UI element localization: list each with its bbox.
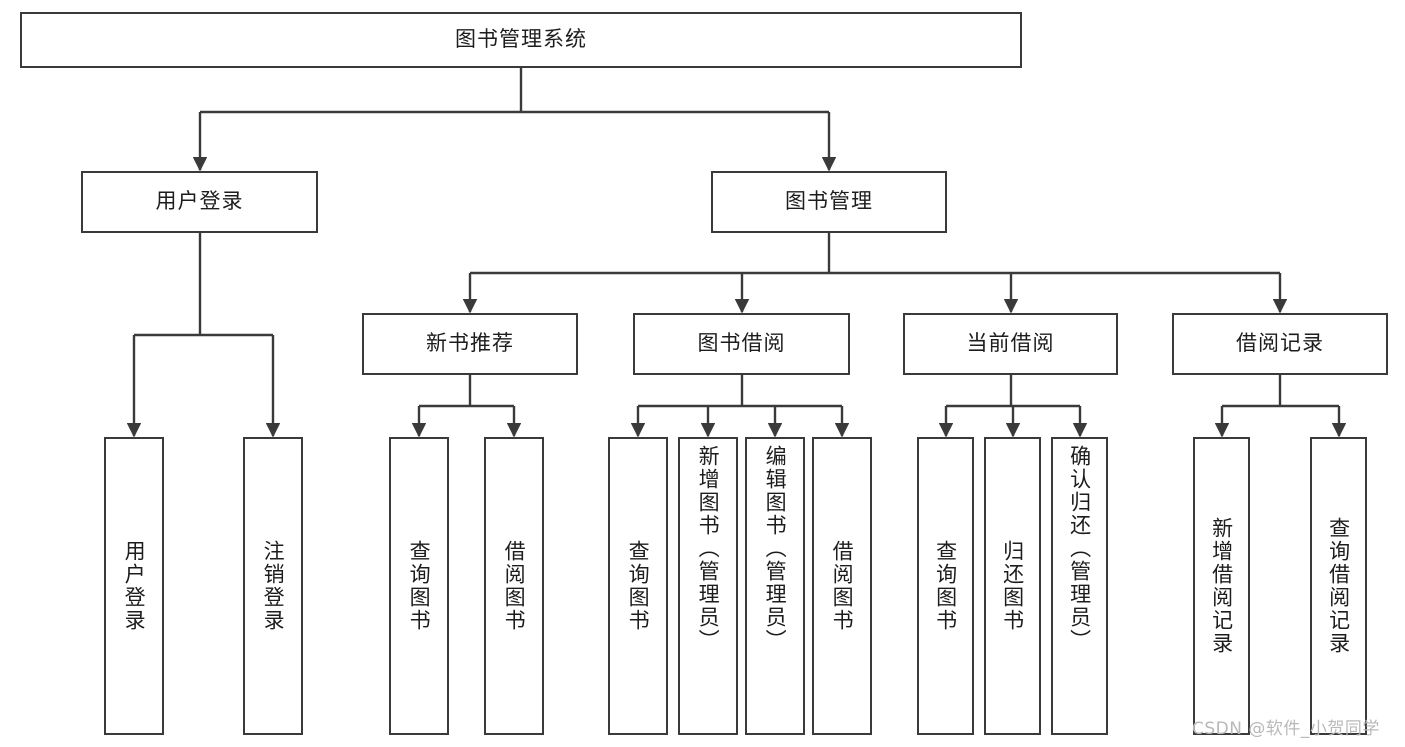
node-leaf-b-add[interactable]: 新增图书（管理员） xyxy=(678,437,738,735)
node-leaf-logout[interactable]: 注销登录 xyxy=(243,437,303,735)
node-label: 借阅图书 xyxy=(502,540,527,632)
node-label: 新增图书（管理员） xyxy=(696,445,721,652)
node-borrow[interactable]: 图书借阅 xyxy=(633,313,850,375)
node-record[interactable]: 借阅记录 xyxy=(1172,313,1388,375)
node-label: 编辑图书（管理员） xyxy=(763,445,788,652)
node-label: 图书借阅 xyxy=(697,331,786,356)
node-leaf-b-borrow[interactable]: 借阅图书 xyxy=(812,437,872,735)
node-leaf-c-return[interactable]: 归还图书 xyxy=(984,437,1041,735)
node-label: 用户登录 xyxy=(122,540,147,632)
node-leaf-new-query[interactable]: 查询图书 xyxy=(389,437,449,735)
node-label: 新书推荐 xyxy=(426,331,514,356)
node-label: 查询图书 xyxy=(626,540,651,632)
node-leaf-b-query[interactable]: 查询图书 xyxy=(608,437,668,735)
node-label: 当前借阅 xyxy=(966,331,1055,356)
node-label: 用户登录 xyxy=(155,189,244,214)
node-leaf-r-query[interactable]: 查询借阅记录 xyxy=(1310,437,1367,735)
node-leaf-b-edit[interactable]: 编辑图书（管理员） xyxy=(745,437,805,735)
node-newbook[interactable]: 新书推荐 xyxy=(362,313,578,375)
node-root[interactable]: 图书管理系统 xyxy=(20,12,1022,68)
node-label: 查询借阅记录 xyxy=(1326,517,1351,655)
node-label: 归还图书 xyxy=(1000,540,1025,632)
node-login[interactable]: 用户登录 xyxy=(81,171,318,233)
node-label: 图书管理系统 xyxy=(455,27,587,52)
node-bookmgmt[interactable]: 图书管理 xyxy=(711,171,947,233)
node-leaf-login[interactable]: 用户登录 xyxy=(104,437,164,735)
node-leaf-c-confirm[interactable]: 确认归还（管理员） xyxy=(1051,437,1108,735)
node-label: 借阅图书 xyxy=(830,540,855,632)
node-label: 查询图书 xyxy=(407,540,432,632)
node-label: 注销登录 xyxy=(261,540,286,632)
node-label: 确认归还（管理员） xyxy=(1067,445,1092,652)
node-label: 借阅记录 xyxy=(1236,331,1324,356)
node-current[interactable]: 当前借阅 xyxy=(903,313,1118,375)
node-label: 新增借阅记录 xyxy=(1209,517,1234,655)
node-leaf-c-query[interactable]: 查询图书 xyxy=(917,437,974,735)
node-leaf-r-add[interactable]: 新增借阅记录 xyxy=(1193,437,1250,735)
watermark: CSDN @软件_小贺同学 xyxy=(1192,719,1380,739)
node-label: 图书管理 xyxy=(785,189,873,214)
node-label: 查询图书 xyxy=(933,540,958,632)
node-leaf-new-borrow[interactable]: 借阅图书 xyxy=(484,437,544,735)
